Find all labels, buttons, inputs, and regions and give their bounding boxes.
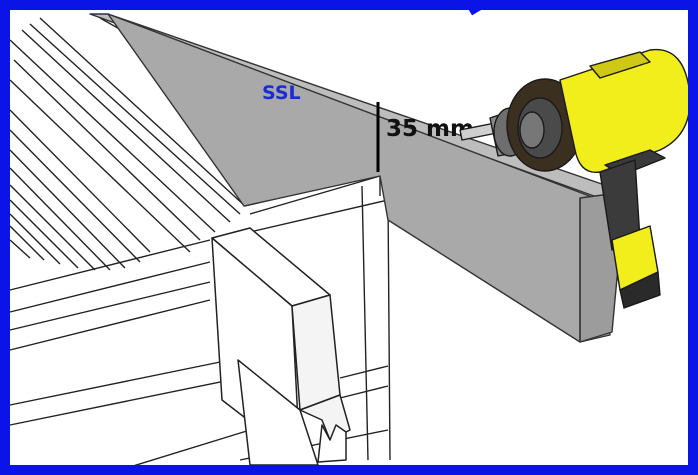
- dimension-label: 35 mm: [386, 116, 474, 142]
- clamp-block: [211, 227, 351, 466]
- cordless-drill-icon: [459, 48, 691, 309]
- board-label: SSL: [262, 82, 301, 104]
- border-tab: [467, 0, 493, 16]
